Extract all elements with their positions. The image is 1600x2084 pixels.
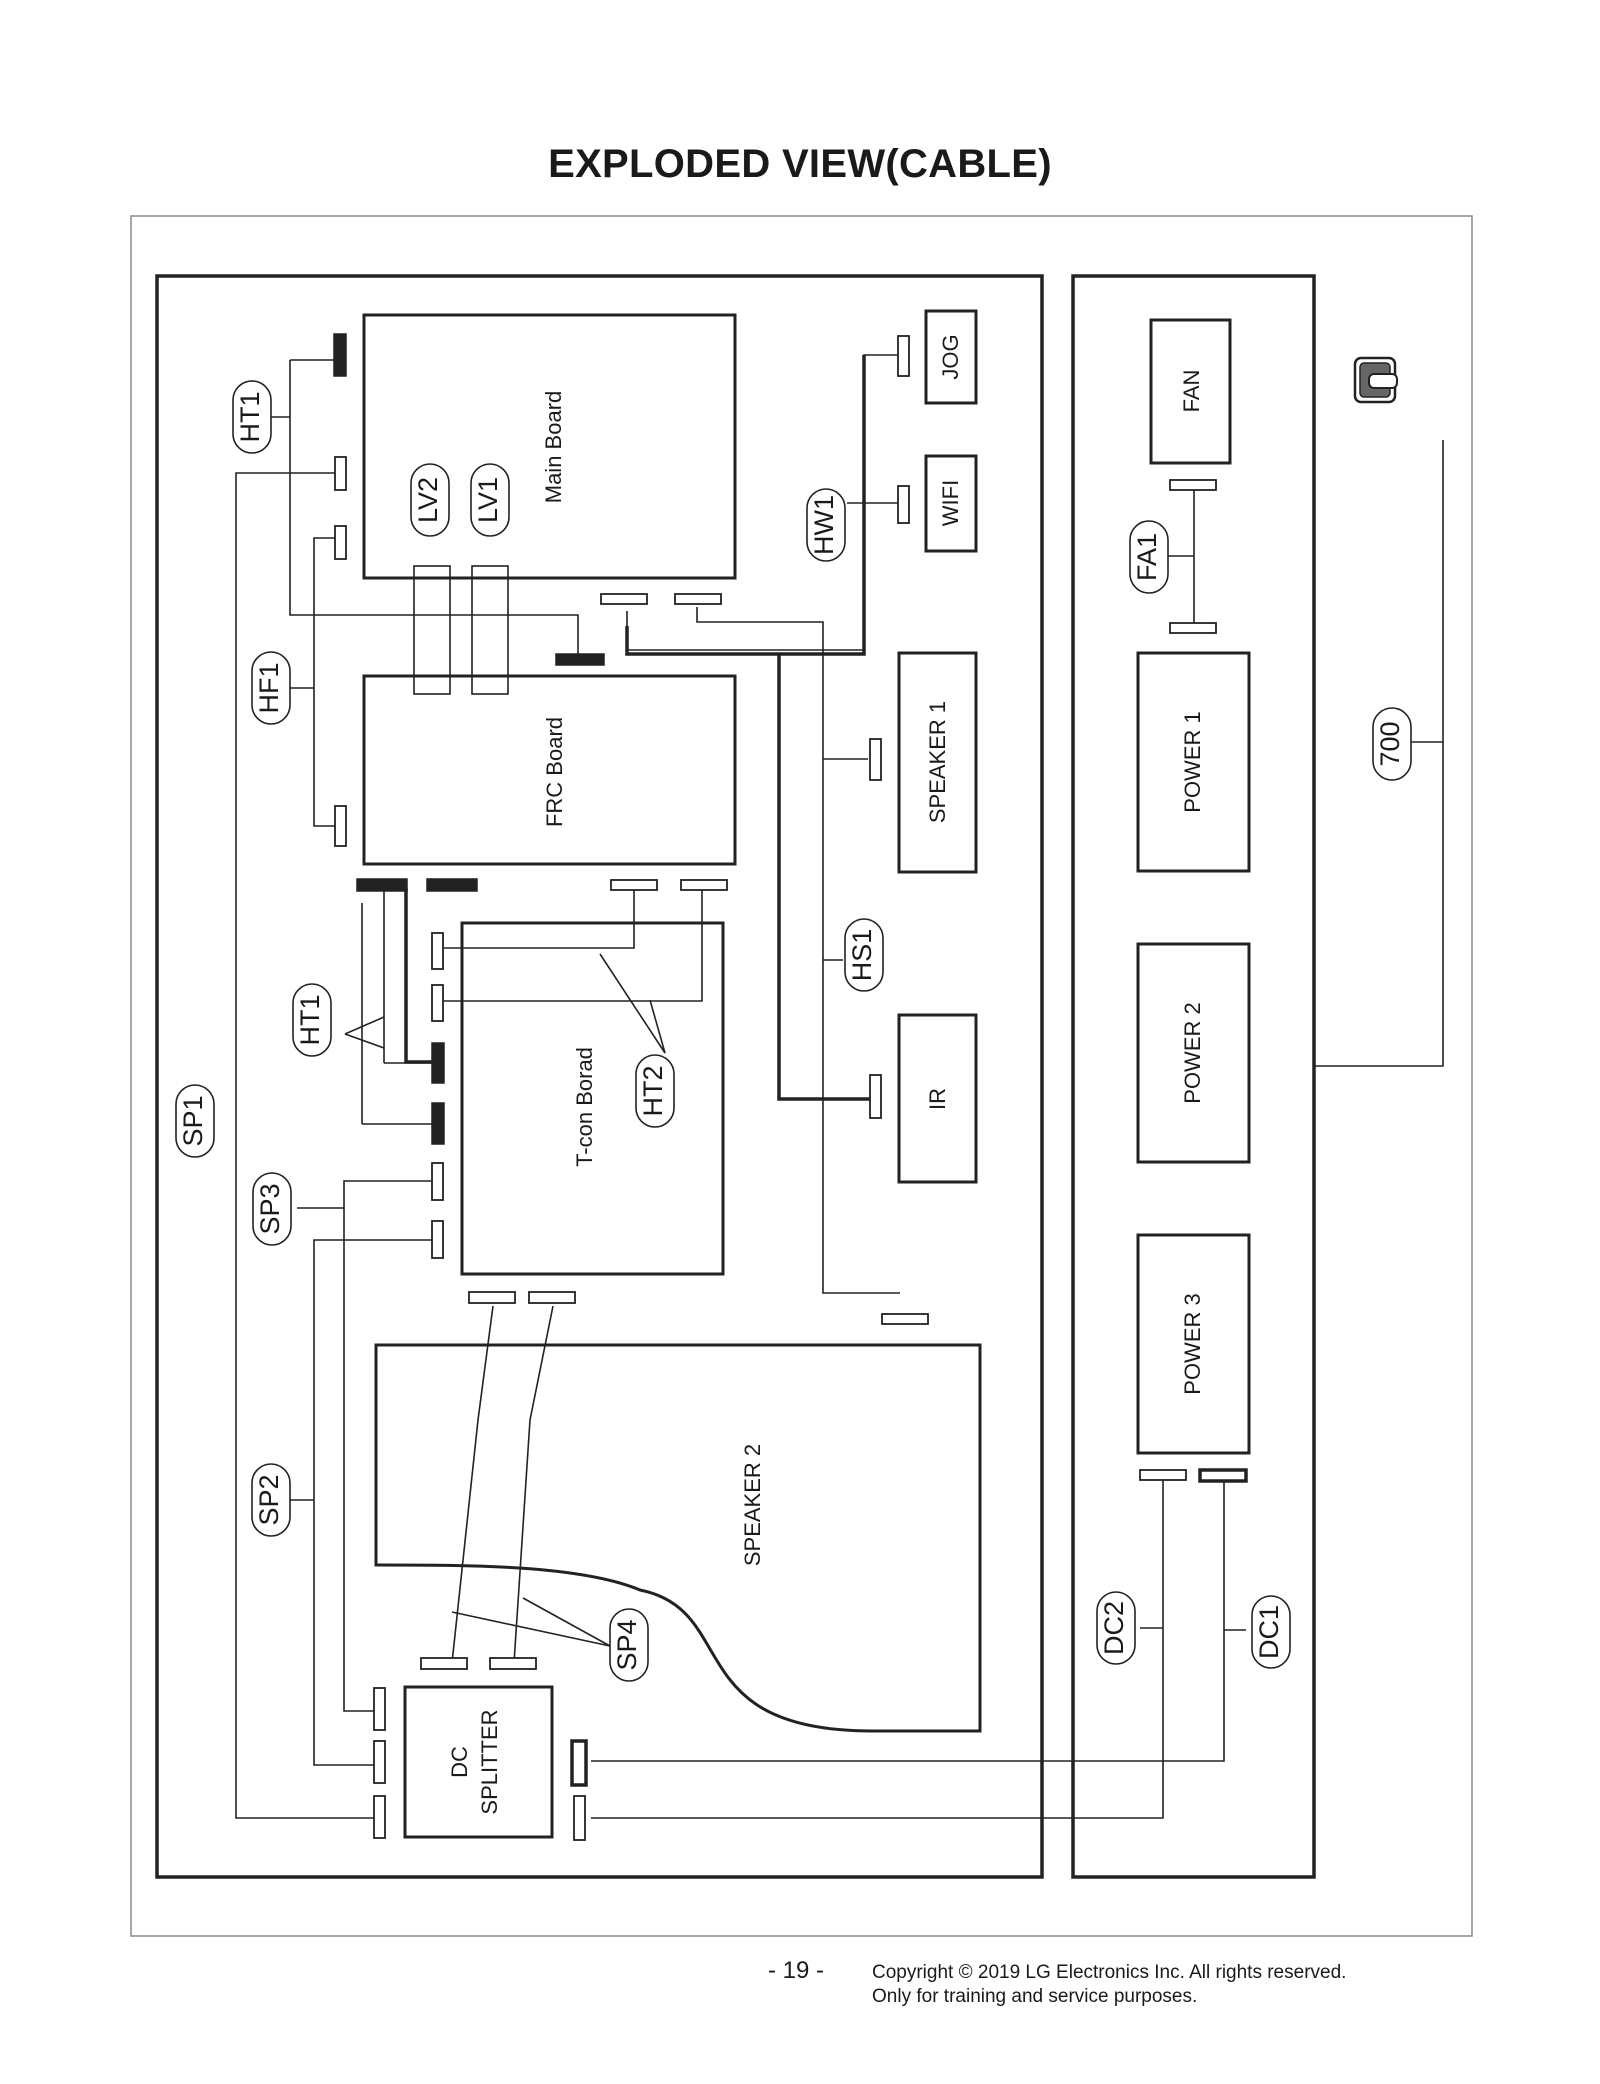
tcon-board	[460, 921, 725, 1276]
connector	[373, 1740, 386, 1784]
connector	[528, 1291, 576, 1304]
dc-splitter-label-2: SPLITTER	[477, 1709, 502, 1814]
power-1-label: POWER 1	[1180, 711, 1205, 812]
power-1-box	[1136, 651, 1251, 873]
cable-label-ht1-top: HT1	[235, 391, 265, 442]
power-2-label: POWER 2	[1180, 1002, 1205, 1103]
connector	[1139, 1469, 1187, 1481]
connector-solid	[431, 1102, 445, 1145]
wall-plug-icon	[1353, 356, 1398, 404]
connector	[600, 593, 648, 605]
speaker-1-box	[897, 651, 978, 874]
left-panel	[155, 274, 1044, 1879]
connector	[881, 1313, 929, 1325]
connector	[373, 1795, 386, 1839]
wifi-label: WIFI	[938, 480, 963, 526]
connector	[468, 1291, 516, 1304]
copyright-line-2: Only for training and service purposes.	[872, 1986, 1198, 2007]
cable-label-fa1: FA1	[1132, 533, 1162, 581]
cable-label-hw1: HW1	[809, 495, 839, 555]
power-3-box	[1136, 1233, 1251, 1455]
copyright-notice: Copyright © 2019 LG Electronics Inc. All…	[872, 1961, 1346, 2009]
cable-label-hf1: HF1	[254, 662, 284, 713]
connector	[431, 1220, 444, 1259]
connector-solid	[426, 878, 478, 892]
connector	[431, 932, 444, 970]
cable-label-dc1: DC1	[1254, 1605, 1284, 1659]
cable-label-sp2: SP2	[254, 1474, 284, 1525]
connector	[334, 456, 347, 491]
jog-box	[924, 309, 978, 405]
tcon-board-label: T-con Borad	[572, 1047, 597, 1167]
connector	[573, 1795, 586, 1841]
connector	[373, 1687, 386, 1731]
page-number: - 19 -	[768, 1957, 825, 1984]
connector-solid	[431, 1042, 445, 1084]
copyright-line-1: Copyright © 2019 LG Electronics Inc. All…	[872, 1962, 1347, 1983]
connector	[489, 1657, 537, 1670]
connector	[610, 879, 658, 891]
connector	[1169, 479, 1217, 491]
main-board	[362, 313, 737, 580]
dc-splitter-box	[403, 1685, 554, 1839]
fan-label: FAN	[1179, 370, 1204, 413]
dc-splitter-label-1: DC	[447, 1746, 472, 1778]
connector	[897, 335, 910, 377]
connector	[334, 805, 347, 847]
connector	[1169, 622, 1217, 634]
frc-board-label: FRC Board	[542, 717, 567, 827]
right-panel	[1071, 274, 1316, 1879]
cable-label-dc2: DC2	[1099, 1601, 1129, 1655]
cable-label-sp3: SP3	[255, 1183, 285, 1234]
main-board-label: Main Board	[541, 391, 566, 504]
cable-label-700: 700	[1375, 721, 1405, 766]
cable-label-lv1: LV1	[473, 477, 503, 523]
connector-solid	[555, 653, 605, 666]
ir-label: IR	[925, 1088, 950, 1110]
speaker-2-shape	[374, 1343, 982, 1733]
power-3-label: POWER 3	[1180, 1293, 1205, 1394]
outer-frame	[130, 215, 1473, 1937]
connector	[431, 1162, 444, 1201]
connector	[431, 984, 444, 1022]
ir-box	[897, 1013, 978, 1184]
connector-solid	[356, 878, 408, 892]
cable-label-ht2: HT2	[638, 1065, 668, 1116]
cable-label-hs1: HS1	[847, 929, 877, 982]
frc-board	[362, 674, 737, 866]
connector	[674, 593, 722, 605]
connector	[420, 1657, 468, 1670]
connector	[334, 525, 347, 560]
speaker-2-label: SPEAKER 2	[740, 1444, 765, 1566]
jog-label: JOG	[938, 334, 963, 379]
cable-label-sp1: SP1	[178, 1095, 208, 1146]
connector	[680, 879, 728, 891]
connector-bold	[1198, 1468, 1248, 1483]
wifi-box	[924, 454, 978, 553]
cable-label-lv2: LV2	[413, 477, 443, 523]
speaker-1-label: SPEAKER 1	[925, 701, 950, 823]
page-title: EXPLODED VIEW(CABLE)	[548, 142, 1052, 186]
connector-bold	[570, 1739, 588, 1787]
fan-box	[1149, 318, 1232, 465]
cable-label-ht1-mid: HT1	[295, 994, 325, 1045]
cable-label-sp4: SP4	[612, 1619, 642, 1670]
connector	[897, 485, 910, 524]
connector-solid	[333, 333, 347, 377]
power-2-box	[1136, 942, 1251, 1164]
connector	[869, 738, 882, 781]
connector	[869, 1074, 882, 1119]
